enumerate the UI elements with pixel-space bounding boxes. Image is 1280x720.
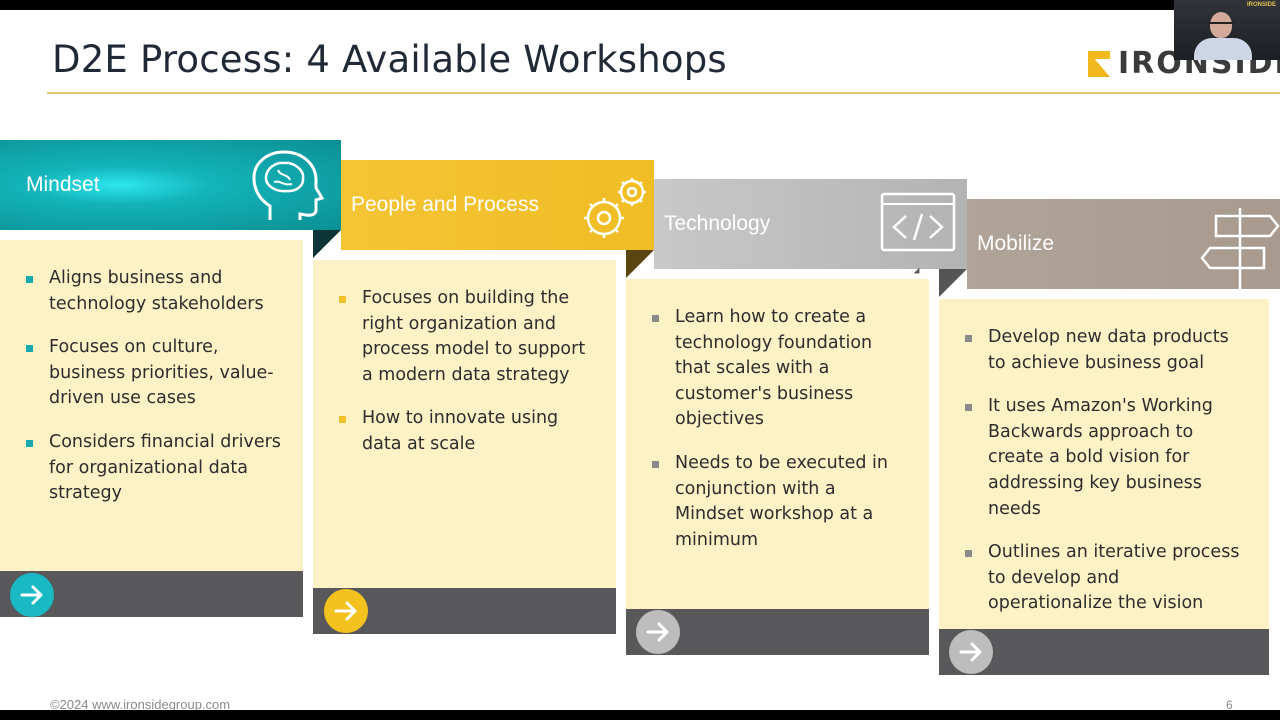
header-fold xyxy=(313,230,341,258)
video-logo-badge: IRONSIDE xyxy=(1246,2,1276,8)
workshop-bullet: How to innovate using data at scale xyxy=(339,406,596,457)
next-arrow-button-mobilize[interactable] xyxy=(949,630,993,674)
header-fold xyxy=(626,250,654,278)
workshop-title-technology: Technology xyxy=(664,212,771,235)
gears-icon xyxy=(584,178,646,238)
logo-mark-icon xyxy=(1088,50,1110,77)
head-brain-icon xyxy=(252,150,325,220)
copyright-text: ©2024 www.ironsidegroup.com xyxy=(50,697,231,710)
workshop-title-mindset: Mindset xyxy=(26,173,100,196)
workshop-bullet: It uses Amazon's Working Backwards appro… xyxy=(965,394,1249,522)
workshop-title-mobilize: Mobilize xyxy=(977,232,1055,255)
header-fold xyxy=(939,269,967,297)
next-arrow-button-people-process[interactable] xyxy=(324,589,368,633)
next-arrow-button-mindset[interactable] xyxy=(10,573,54,617)
workshop-header-mobilize: Mobilize xyxy=(967,199,1280,289)
workshop-bullet: Aligns business and technology stakehold… xyxy=(26,266,283,317)
bullet-marker xyxy=(965,335,972,342)
bullet-marker xyxy=(339,296,346,303)
next-arrow-button-technology[interactable] xyxy=(636,610,680,654)
bullet-marker xyxy=(26,439,33,447)
workshop-body-people-process: Focuses on building the right organizati… xyxy=(313,260,616,588)
mouse-cursor-icon xyxy=(913,267,923,277)
presenter-head xyxy=(1210,12,1232,38)
bullet-marker xyxy=(26,345,33,353)
workshop-header-mindset: Mindset xyxy=(0,140,341,230)
code-window-icon xyxy=(880,192,956,252)
bullet-marker xyxy=(652,315,659,322)
bullet-marker xyxy=(652,460,659,468)
workshop-body-technology: Learn how to create a technology foundat… xyxy=(626,279,929,609)
title-divider xyxy=(47,92,1280,94)
workshop-bullet: Develop new data products to achieve bus… xyxy=(965,325,1249,376)
workshop-bullet: Outlines an iterative process to develop… xyxy=(965,540,1249,617)
slide-title: D2E Process: 4 Available Workshops xyxy=(52,38,727,81)
page-number: 6 xyxy=(1226,698,1233,710)
slide: D2E Process: 4 Available Workshops IRONS… xyxy=(0,10,1280,710)
presenter-body xyxy=(1194,38,1252,60)
bullet-marker xyxy=(965,404,972,412)
workshop-bullet: Focuses on building the right organizati… xyxy=(339,286,596,388)
bullet-marker xyxy=(339,416,346,424)
workshop-bullet: Needs to be executed in conjunction with… xyxy=(652,451,909,553)
bullet-marker xyxy=(26,276,33,283)
workshop-bullet: Focuses on culture, business priorities,… xyxy=(26,335,283,412)
arrow-right-icon xyxy=(20,585,43,605)
arrow-right-icon xyxy=(646,622,669,642)
presenter-video-thumbnail[interactable]: IRONSIDE xyxy=(1174,0,1280,60)
arrow-right-icon xyxy=(959,642,982,662)
workshop-bullet: Learn how to create a technology foundat… xyxy=(652,305,909,433)
presenter-glasses xyxy=(1208,22,1234,28)
workshop-body-mobilize: Develop new data products to achieve bus… xyxy=(939,299,1269,629)
signpost-icon xyxy=(1200,208,1280,290)
workshop-title-people-process: People and Process xyxy=(351,193,539,216)
arrow-right-icon xyxy=(334,601,357,621)
workshop-bullet: Considers financial drivers for organiza… xyxy=(26,430,283,507)
workshop-body-mindset: Aligns business and technology stakehold… xyxy=(0,240,303,571)
bullet-marker xyxy=(965,550,972,558)
workshop-footer-mobilize xyxy=(939,629,1269,675)
